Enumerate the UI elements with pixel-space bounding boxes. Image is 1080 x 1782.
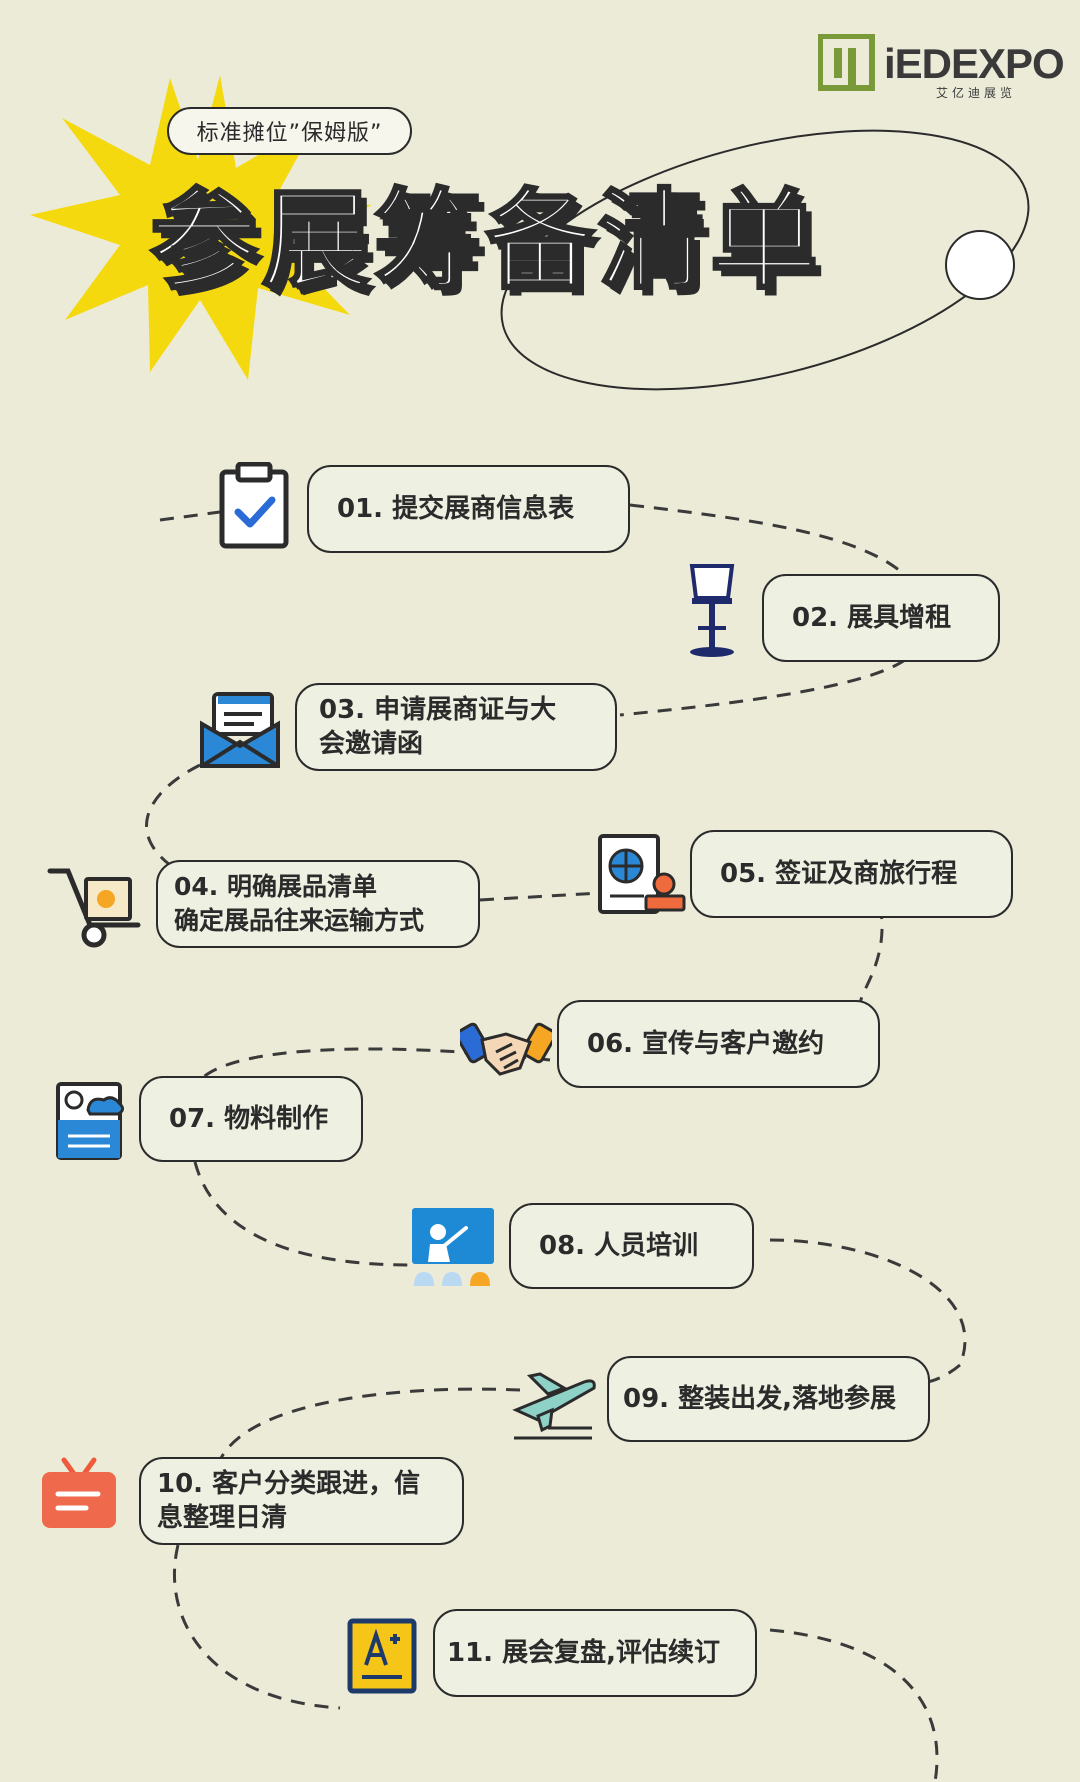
logo-text: iEDEXPO — [884, 40, 1065, 87]
subtitle-badge: 标准摊位”保姆版” — [167, 107, 412, 155]
step-03: 03. 申请展商证与大 会邀请函 — [295, 683, 617, 771]
logo-subtitle: 艾亿迪展览 — [936, 86, 1017, 100]
hand-truck-icon — [47, 868, 141, 948]
step-05-label: 05. 签证及商旅行程 — [720, 859, 958, 889]
step-04-label: 04. 明确展品清单 确定展品往来运输方式 — [174, 872, 425, 935]
logo-mark-icon — [818, 34, 875, 91]
envelope-letter-icon — [200, 692, 280, 768]
step-04: 04. 明确展品清单 确定展品往来运输方式 — [156, 860, 480, 948]
title-ellipse — [500, 129, 1030, 391]
step-08-label: 08. 人员培训 — [539, 1231, 699, 1261]
step-09-label: 09. 整装出发,落地参展 — [623, 1384, 896, 1414]
image-card-icon — [56, 1082, 125, 1160]
step-05: 05. 签证及商旅行程 — [690, 830, 1013, 918]
page-title: 参展筹备清单 — [149, 178, 823, 306]
text-document-icon — [347, 1618, 417, 1694]
airplane-takeoff-icon — [512, 1372, 596, 1440]
step-09: 09. 整装出发,落地参展 — [607, 1356, 930, 1442]
dashed-route — [145, 503, 967, 1782]
step-06: 06. 宣传与客户邀约 — [557, 1000, 880, 1088]
step-02: 02. 展具增租 — [762, 574, 1000, 662]
brand-logo: iEDEXPO 艾亿迪展览 — [818, 34, 1065, 100]
step-07-label: 07. 物料制作 — [169, 1104, 329, 1134]
training-board-icon — [412, 1208, 494, 1286]
step-10: 10. 客户分类跟进，信 息整理日清 — [139, 1457, 464, 1545]
passport-stamp-icon — [598, 834, 686, 914]
title-circle — [945, 230, 1015, 300]
step-02-label: 02. 展具增租 — [792, 603, 952, 633]
step-11: 11. 展会复盘,评估续订 — [433, 1609, 757, 1697]
step-06-label: 06. 宣传与客户邀约 — [587, 1029, 825, 1059]
tv-screen-icon — [42, 1457, 116, 1528]
step-10-label: 10. 客户分类跟进，信 息整理日清 — [157, 1469, 421, 1533]
step-01: 01. 提交展商信息表 — [307, 465, 630, 553]
bar-stool-icon — [689, 564, 735, 657]
clipboard-check-icon — [219, 462, 289, 549]
handshake-icon — [460, 1022, 552, 1076]
step-11-label: 11. 展会复盘,评估续订 — [447, 1638, 720, 1668]
step-07: 07. 物料制作 — [139, 1076, 363, 1162]
step-03-label: 03. 申请展商证与大 会邀请函 — [319, 695, 557, 759]
step-08: 08. 人员培训 — [509, 1203, 754, 1289]
step-01-label: 01. 提交展商信息表 — [337, 494, 575, 524]
